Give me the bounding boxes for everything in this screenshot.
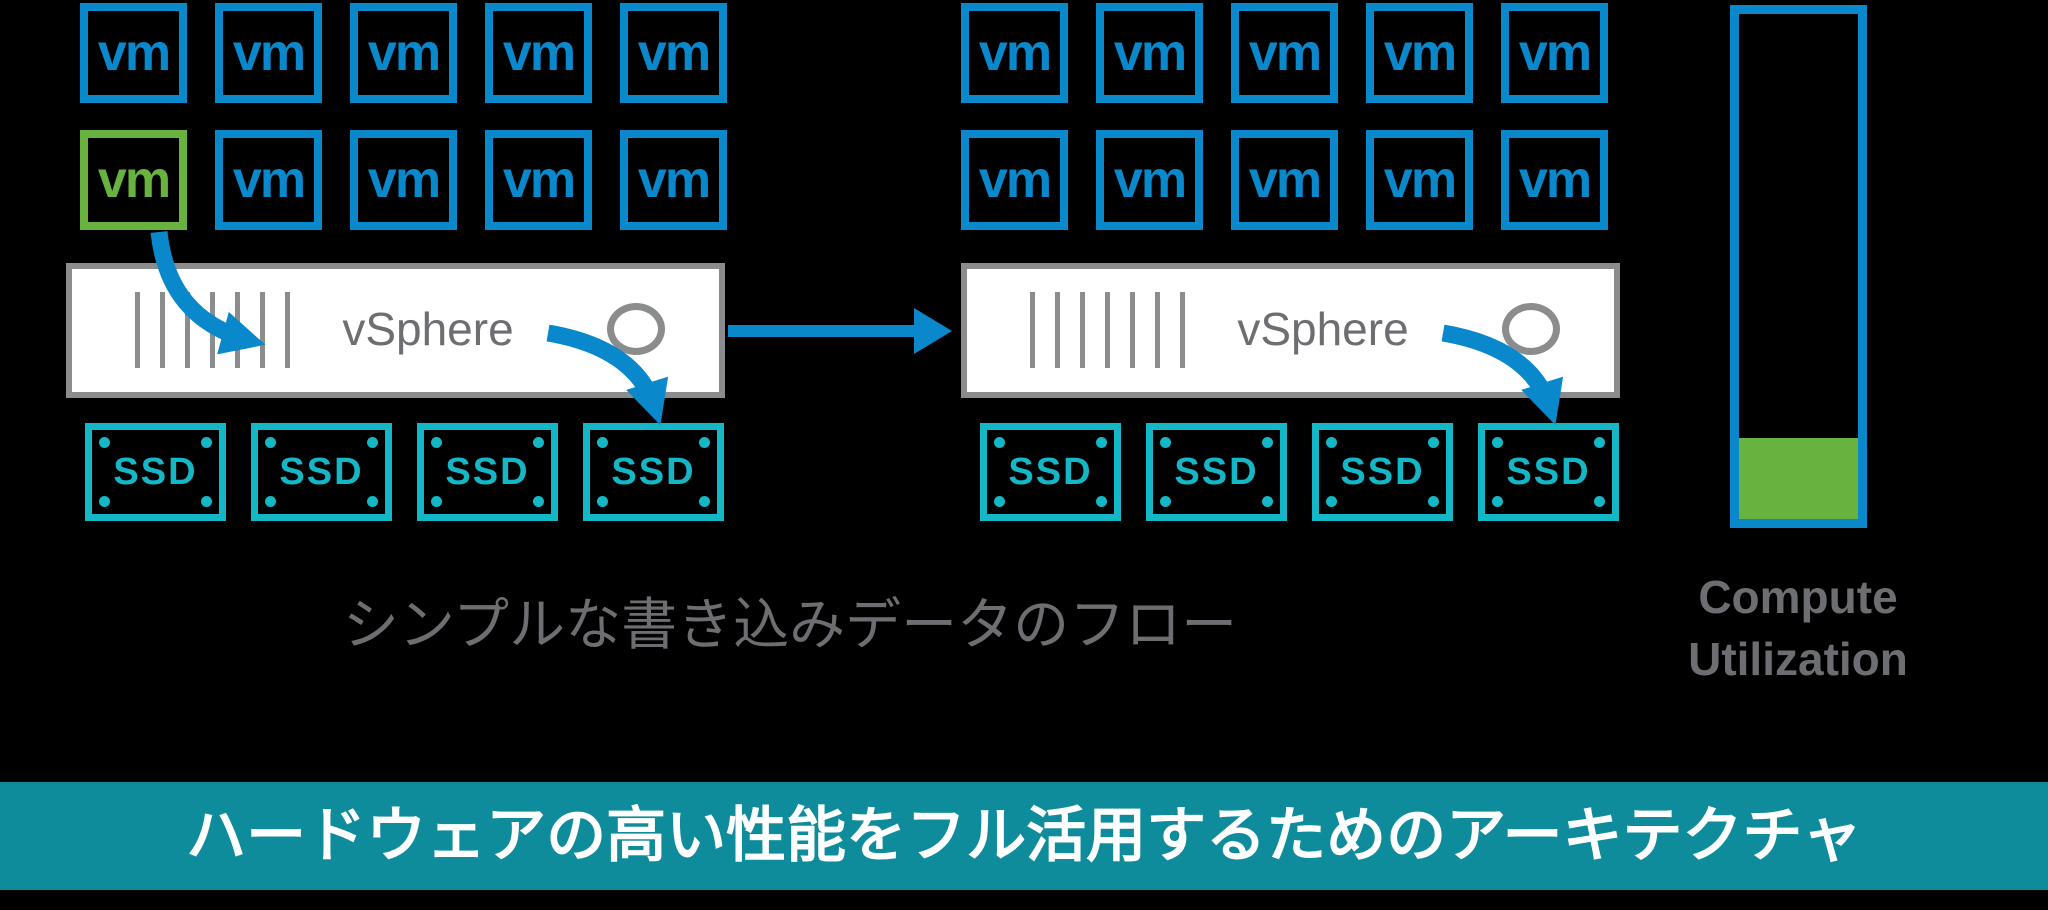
vm-label: vm xyxy=(1113,151,1187,209)
vm-box: vm xyxy=(1096,3,1203,103)
vm-box: vm xyxy=(1366,130,1473,230)
ssd-label: SSD xyxy=(1008,451,1093,493)
ssd-box: SSD xyxy=(251,423,392,521)
ssd-label: SSD xyxy=(113,451,198,493)
circle-icon xyxy=(1502,303,1560,355)
compute-label-line2: Utilization xyxy=(1688,633,1908,685)
vm-row: vm vm vm vm vm xyxy=(961,130,1608,230)
vm-box: vm xyxy=(485,130,592,230)
vm-label: vm xyxy=(637,24,711,82)
vm-row: vm vm vm vm vm xyxy=(80,130,727,230)
ssd-label: SSD xyxy=(611,451,696,493)
vm-box: vm xyxy=(1501,130,1608,230)
vm-box: vm xyxy=(1501,3,1608,103)
ssd-label: SSD xyxy=(1174,451,1259,493)
vm-label: vm xyxy=(1383,24,1457,82)
vm-box: vm xyxy=(350,130,457,230)
vsphere-label: vSphere xyxy=(342,303,514,355)
flow-caption: シンプルな書き込みデータのフロー xyxy=(342,593,1238,656)
ssd-label: SSD xyxy=(445,451,530,493)
vsphere-host-bar: vSphere xyxy=(961,263,1620,398)
host-slots-icon xyxy=(1030,292,1185,368)
vm-label: vm xyxy=(637,151,711,209)
ssd-row: SSD SSD SSD SSD xyxy=(980,423,1619,521)
ssd-box: SSD xyxy=(1312,423,1453,521)
vm-box: vm xyxy=(215,130,322,230)
vm-label: vm xyxy=(1518,151,1592,209)
compute-utilization-label: Compute Utilization xyxy=(1648,566,1948,690)
vm-label: vm xyxy=(97,24,171,82)
vm-label: vm xyxy=(502,24,576,82)
vm-label: vm xyxy=(1248,24,1322,82)
vm-label: vm xyxy=(367,24,441,82)
vm-label: vm xyxy=(232,24,306,82)
vsphere-label: vSphere xyxy=(1237,303,1409,355)
vm-label: vm xyxy=(502,151,576,209)
vm-box: vm xyxy=(350,3,457,103)
vm-box: vm xyxy=(1231,3,1338,103)
ssd-box: SSD xyxy=(583,423,724,521)
vm-box: vm xyxy=(961,130,1068,230)
vm-box: vm xyxy=(485,3,592,103)
vm-label: vm xyxy=(1248,151,1322,209)
vm-label: vm xyxy=(1113,24,1187,82)
vm-label: vm xyxy=(367,151,441,209)
vm-label: vm xyxy=(1383,151,1457,209)
ssd-row: SSD SSD SSD SSD xyxy=(85,423,724,521)
vm-row: vm vm vm vm vm xyxy=(961,3,1608,103)
ssd-label: SSD xyxy=(279,451,364,493)
circle-icon xyxy=(607,303,665,355)
compute-label-line1: Compute xyxy=(1698,571,1898,623)
vm-label: vm xyxy=(978,24,1052,82)
vm-box: vm xyxy=(215,3,322,103)
vm-label: vm xyxy=(232,151,306,209)
banner-text: ハードウェアの高い性能をフル活用するためのアーキテクチャ xyxy=(186,802,1862,869)
ssd-label: SSD xyxy=(1340,451,1425,493)
ssd-box: SSD xyxy=(1478,423,1619,521)
vm-box: vm xyxy=(620,3,727,103)
host-cluster-right: vm vm vm vm vm vm vm vm vm vm vSphere SS… xyxy=(961,0,1620,560)
host-slots-icon xyxy=(135,292,290,368)
vm-row: vm vm vm vm vm xyxy=(80,3,727,103)
vm-box-green: vm xyxy=(80,130,187,230)
vm-label: vm xyxy=(97,151,171,209)
gauge-fill xyxy=(1739,438,1858,519)
vm-box: vm xyxy=(1231,130,1338,230)
host-cluster-left: vm vm vm vm vm vm vm vm vm vm vSphere SS… xyxy=(66,0,727,560)
vm-label: vm xyxy=(1518,24,1592,82)
ssd-box: SSD xyxy=(980,423,1121,521)
compute-utilization-gauge xyxy=(1730,5,1867,528)
vm-box: vm xyxy=(961,3,1068,103)
bottom-banner: ハードウェアの高い性能をフル活用するためのアーキテクチャ xyxy=(0,782,2048,890)
ssd-box: SSD xyxy=(1146,423,1287,521)
ssd-label: SSD xyxy=(1506,451,1591,493)
ssd-box: SSD xyxy=(417,423,558,521)
vm-label: vm xyxy=(978,151,1052,209)
vm-box: vm xyxy=(1096,130,1203,230)
vm-box: vm xyxy=(620,130,727,230)
vm-box: vm xyxy=(1366,3,1473,103)
vsphere-host-bar: vSphere xyxy=(66,263,725,398)
vm-box: vm xyxy=(80,3,187,103)
ssd-box: SSD xyxy=(85,423,226,521)
